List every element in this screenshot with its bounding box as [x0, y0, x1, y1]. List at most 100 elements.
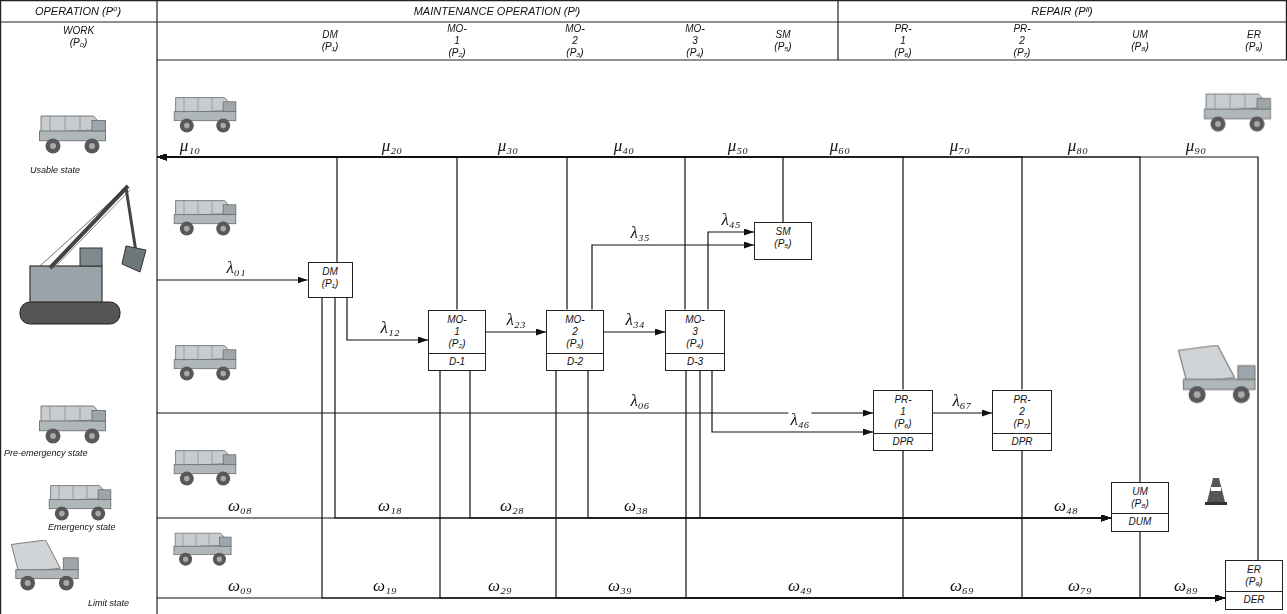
transition-arrow	[556, 371, 1225, 599]
transition-arrow	[157, 157, 685, 310]
text: WORK (P₀)	[63, 25, 94, 49]
rate-label: λ₄₅	[719, 211, 742, 228]
truck-icons	[11, 94, 1270, 591]
state-code: DPR	[993, 433, 1051, 450]
state-box: PR-1 (P₆) DPR	[873, 390, 933, 451]
transition-arrow	[157, 157, 1258, 560]
state-name: DM (P₁)	[309, 263, 352, 293]
text: SM (P₅)	[774, 226, 791, 250]
text: D-2	[567, 356, 583, 367]
column-header: SM (P₅)	[774, 29, 791, 53]
state-box: ER (P₉) DER	[1225, 560, 1283, 610]
rate-label: λ₀₆	[628, 392, 651, 409]
state-box: MO-2 (P₃)D-2	[546, 310, 604, 371]
state-code: DER	[1226, 591, 1282, 608]
state-name: WORK (P₀)	[0, 22, 157, 52]
state-box: MO-3 (P₄)D-3	[665, 310, 725, 371]
column-header: MO-3 (P₄)	[685, 23, 704, 59]
transition-arrow	[470, 371, 1111, 519]
section-header: OPERATION (P⁰)	[35, 5, 121, 17]
transition-arrow	[592, 245, 754, 310]
column-header: ER (P₉)	[1245, 29, 1262, 53]
truck-icon	[174, 201, 236, 236]
state-box: DM (P₁)	[308, 262, 353, 298]
text: DPR	[892, 436, 913, 447]
truck-icon	[1205, 94, 1271, 132]
transition-arrow	[686, 371, 1225, 599]
transition-arrow	[1022, 451, 1225, 599]
state-label: Limit state	[88, 597, 129, 609]
text: DM (P₁)	[322, 266, 338, 290]
rate-label: ω₄₈	[1052, 497, 1080, 514]
state-name: ER (P₉)	[1226, 561, 1282, 591]
text: DUM	[1129, 516, 1152, 527]
rate-label: μ₂₀	[380, 137, 404, 154]
transition-arrow	[1140, 532, 1225, 598]
transition-arrow	[157, 279, 308, 280]
state-name: MO-3 (P₄)	[666, 311, 724, 353]
column-header: MO-2 (P₃)	[565, 23, 584, 59]
column-header: PR-2 (P₇)	[1013, 23, 1030, 59]
truck-icon	[49, 486, 111, 521]
rate-label: ω₇₉	[1066, 577, 1094, 594]
rate-label: μ₁₀	[178, 137, 202, 154]
section-header: REPAIR (Pᴵᴵ)	[1031, 5, 1092, 17]
truck-icon	[174, 346, 236, 381]
excavator-icon	[20, 186, 146, 324]
rate-label: λ₁₂	[378, 319, 401, 336]
transition-arrow	[933, 412, 992, 413]
rate-label: ω₂₉	[486, 577, 514, 594]
transition-arrow	[157, 157, 337, 262]
rate-label: λ₄₆	[788, 411, 811, 428]
rate-label: ω₆₉	[948, 577, 976, 594]
rate-label: λ₃₄	[623, 311, 646, 328]
column-header: PR-1 (P₆)	[894, 23, 911, 59]
rate-label: ω₀₈	[226, 497, 254, 514]
truck-icon	[40, 116, 106, 154]
state-label: Usable state	[30, 164, 80, 176]
rate-label: μ₈₀	[1066, 137, 1090, 154]
transition-arrow	[604, 331, 665, 332]
rate-label: μ₅₀	[726, 137, 750, 154]
dump-truck-icon	[11, 540, 78, 591]
rate-label: λ₀₁	[224, 259, 247, 276]
column-header: MO-1 (P₂)	[447, 23, 466, 59]
truck-icon	[174, 98, 236, 133]
transition-arrow	[700, 371, 1111, 519]
rate-label: ω₃₉	[606, 577, 634, 594]
state-name: SM (P₅)	[755, 223, 811, 253]
transition-arrow	[903, 451, 1225, 599]
text: DER	[1243, 594, 1264, 605]
transition-arrow	[335, 298, 1111, 518]
column-header: UM (P₈)	[1131, 29, 1149, 53]
transition-arrow	[588, 371, 1111, 519]
text: MO-1 (P₂)	[447, 314, 466, 350]
transition-arrow	[712, 371, 873, 433]
transition-arrow	[157, 412, 873, 413]
rate-label: μ₆₀	[828, 137, 852, 154]
traffic-cone	[1205, 478, 1227, 505]
transition-arrow	[347, 298, 428, 340]
truck-icon	[40, 406, 106, 444]
state-code: DUM	[1112, 513, 1168, 530]
rate-label: ω₁₉	[371, 577, 399, 594]
state-box: SM (P₅)	[754, 222, 812, 260]
text: ER (P₉)	[1245, 564, 1262, 588]
transition-arrow	[157, 157, 1140, 482]
truck-icon	[174, 451, 236, 486]
state-box: PR-2 (P₇)DPR	[992, 390, 1052, 451]
state-name: UM (P₈)	[1112, 483, 1168, 513]
rate-label: ω₀₉	[226, 577, 254, 594]
state-code: D-3	[666, 353, 724, 370]
rate-label: μ₄₀	[612, 137, 636, 154]
section-header: MAINTENANCE OPERATION (Pᴵ)	[414, 5, 581, 17]
text: PR-1 (P₆)	[894, 394, 911, 430]
rate-label: ω₂₈	[498, 497, 526, 514]
transition-arrow	[440, 371, 1225, 599]
truck-icon	[174, 533, 231, 566]
transition-arrow	[157, 157, 783, 222]
